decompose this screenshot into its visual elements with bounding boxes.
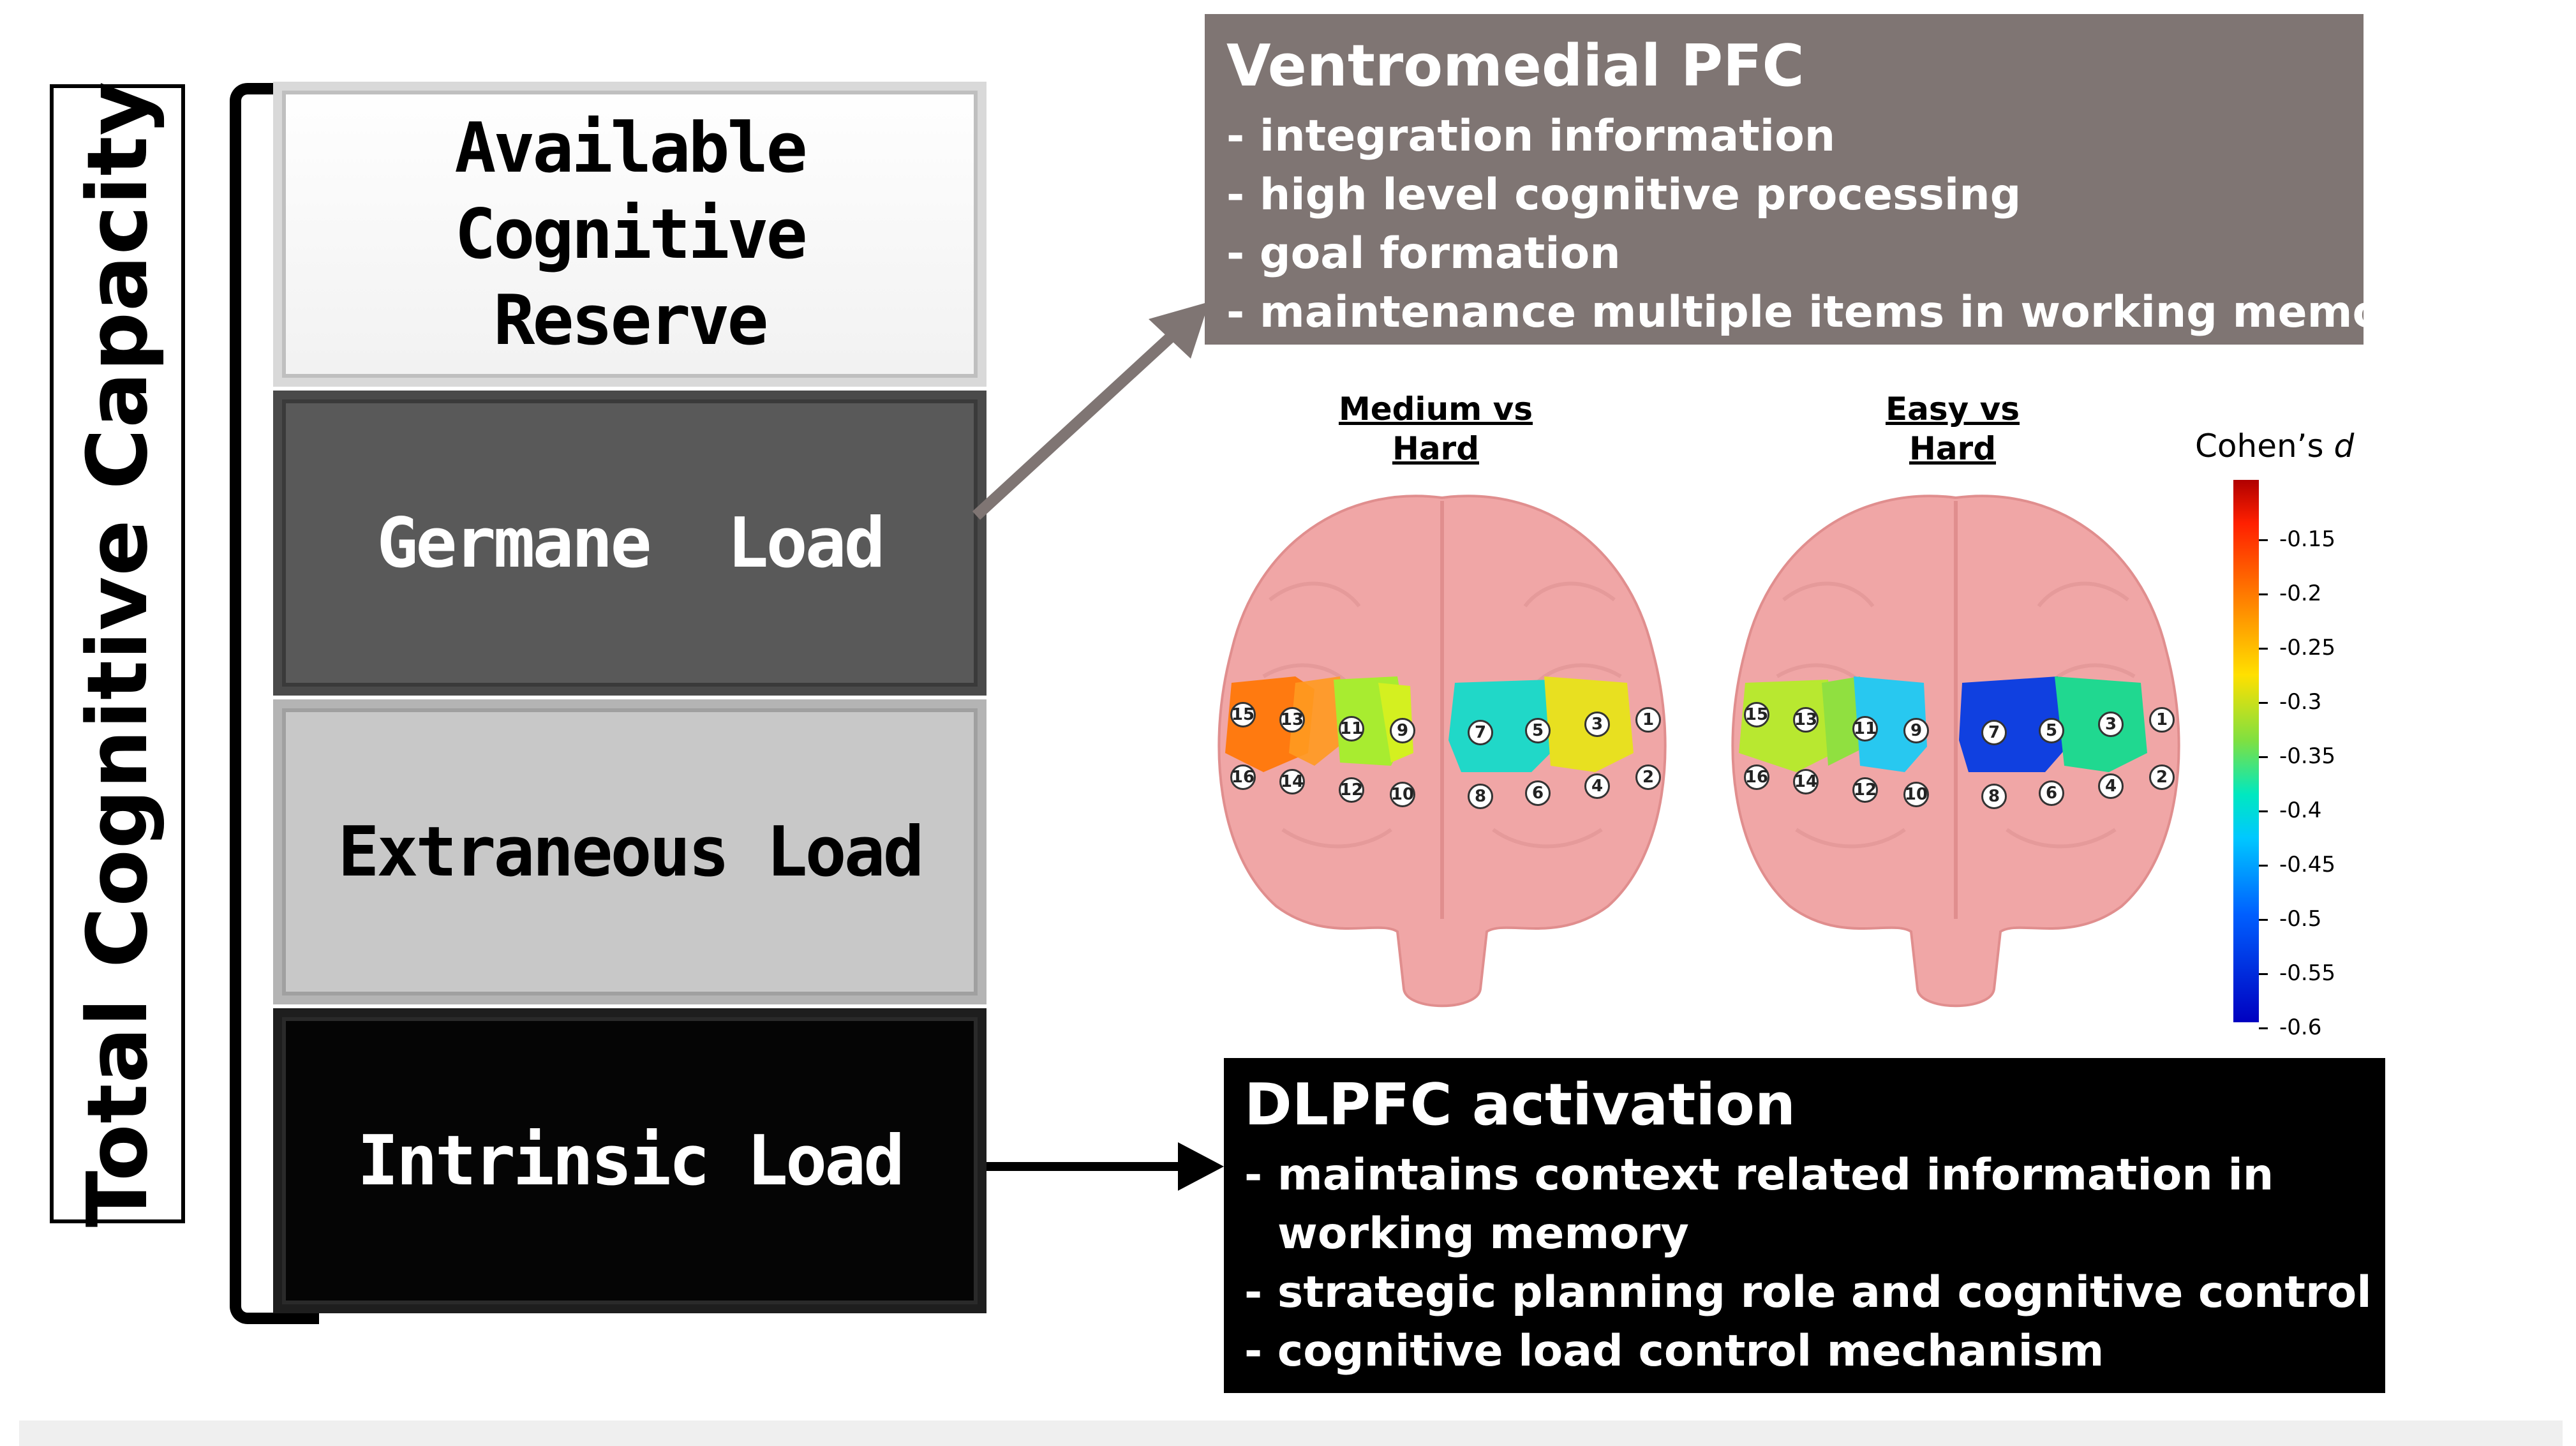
channel-badge: 12 <box>1339 777 1364 803</box>
brain-medium-vs-hard <box>1217 495 1667 1008</box>
channel-badge: 6 <box>1525 780 1551 806</box>
channel-badge: 10 <box>1903 782 1929 807</box>
channel-badge: 5 <box>2039 718 2064 743</box>
channel-badge: 9 <box>1390 718 1415 743</box>
channel-badge: 13 <box>1279 707 1305 733</box>
block-label: Germane Load <box>376 503 885 583</box>
dlpfc-item: - strategic planning role and cognitive … <box>1244 1267 2576 1318</box>
block-germane-load: Germane Load <box>273 391 986 696</box>
colorbar-tick-label: -0.2 <box>2279 581 2322 606</box>
capacity-label-box <box>50 84 185 1223</box>
germane-arrow-head <box>1149 302 1209 359</box>
block-label: Extraneous Load <box>338 812 924 892</box>
vmpfc-item: - integration information <box>1226 111 1836 161</box>
bottom-scroll-bar <box>19 1420 2563 1446</box>
dlpfc-title: DLPFC activation <box>1244 1071 1796 1138</box>
channel-badge: 12 <box>1852 777 1878 803</box>
channel-badge: 1 <box>1635 707 1661 733</box>
colorbar-title: Cohen’s d <box>2195 428 2355 465</box>
germane-arrow-line <box>972 331 1177 520</box>
channel-badge: 11 <box>1852 716 1878 742</box>
channel-badge: 15 <box>1744 702 1769 727</box>
colorbar-tick-label: -0.35 <box>2279 743 2335 769</box>
block-label: Available Cognitive Reserve <box>454 108 807 361</box>
channel-badge: 6 <box>2039 780 2064 806</box>
vmpfc-item: - high level cognitive processing <box>1226 170 2021 220</box>
colorbar-tick-label: -0.25 <box>2279 635 2335 660</box>
colorbar-tick-mark <box>2259 702 2268 704</box>
brain-easy-vs-hard <box>1731 495 2180 1008</box>
panel-title-easy-vs-hard: Easy vs Hard <box>1885 391 2020 467</box>
colorbar-tick-label: -0.5 <box>2279 906 2322 932</box>
channel-badge: 14 <box>1279 769 1305 794</box>
colorbar-tick-mark <box>2259 919 2268 921</box>
colorbar-tick-label: -0.15 <box>2279 526 2335 552</box>
channel-badge: 1 <box>2149 707 2175 733</box>
channel-badge: 8 <box>1981 784 2007 809</box>
panel-title-medium-vs-hard: Medium vs Hard <box>1338 391 1533 467</box>
colorbar-tick-label: -0.3 <box>2279 689 2322 715</box>
colorbar-tick-mark <box>2259 810 2268 812</box>
dlpfc-item: - maintains context related information … <box>1244 1150 2274 1259</box>
vmpfc-title: Ventromedial PFC <box>1226 33 1805 100</box>
block-available-reserve: Available Cognitive Reserve <box>273 82 986 387</box>
channel-badge: 2 <box>1635 764 1661 790</box>
colorbar-gradient <box>2233 480 2259 1022</box>
dlpfc-box: DLPFC activation - maintains context rel… <box>1224 1058 2576 1393</box>
channel-badge: 15 <box>1230 702 1256 727</box>
channel-badge: 16 <box>1230 764 1256 790</box>
colorbar-tick-label: -0.45 <box>2279 852 2335 877</box>
colorbar-tick-mark <box>2259 539 2268 541</box>
vmpfc-item: - maintenance multiple items in working … <box>1226 287 2432 338</box>
block-label: Intrinsic Load <box>357 1121 905 1201</box>
colorbar-tick-mark <box>2259 865 2268 867</box>
colorbar-tick-mark <box>2259 973 2268 975</box>
channel-badge: 11 <box>1339 716 1364 742</box>
vmpfc-box: Ventromedial PFC - integration informati… <box>1205 14 2432 345</box>
colorbar-tick-mark <box>2259 756 2268 758</box>
channel-badge: 3 <box>1584 712 1610 737</box>
channel-badge: 3 <box>2098 712 2124 737</box>
block-extraneous-load: Extraneous Load <box>273 699 986 1004</box>
colorbar-tick-mark <box>2259 1027 2268 1029</box>
channel-badge: 16 <box>1744 764 1769 790</box>
intrinsic-arrow-head <box>1178 1142 1224 1191</box>
block-intrinsic-load: Intrinsic Load <box>273 1008 986 1313</box>
colorbar-tick-mark <box>2259 648 2268 650</box>
channel-badge: 10 <box>1390 782 1415 807</box>
channel-badge: 7 <box>1981 720 2007 745</box>
colorbar-tick-label: -0.6 <box>2279 1015 2322 1040</box>
dlpfc-item: - cognitive load control mechanism <box>1244 1326 2104 1376</box>
colorbar-tick-label: -0.4 <box>2279 798 2322 823</box>
colorbar-tick-mark <box>2259 593 2268 595</box>
channel-badge: 14 <box>1793 769 1819 794</box>
channel-badge: 9 <box>1903 718 1929 743</box>
channel-badge: 4 <box>2098 773 2124 799</box>
channel-badge: 13 <box>1793 707 1819 733</box>
channel-badge: 8 <box>1468 784 1493 809</box>
channel-badge: 2 <box>2149 764 2175 790</box>
vmpfc-item: - goal formation <box>1226 228 1621 279</box>
colorbar-tick-label: -0.55 <box>2279 960 2335 986</box>
channel-badge: 7 <box>1468 720 1493 745</box>
channel-badge: 4 <box>1584 773 1610 799</box>
channel-badge: 5 <box>1525 718 1551 743</box>
